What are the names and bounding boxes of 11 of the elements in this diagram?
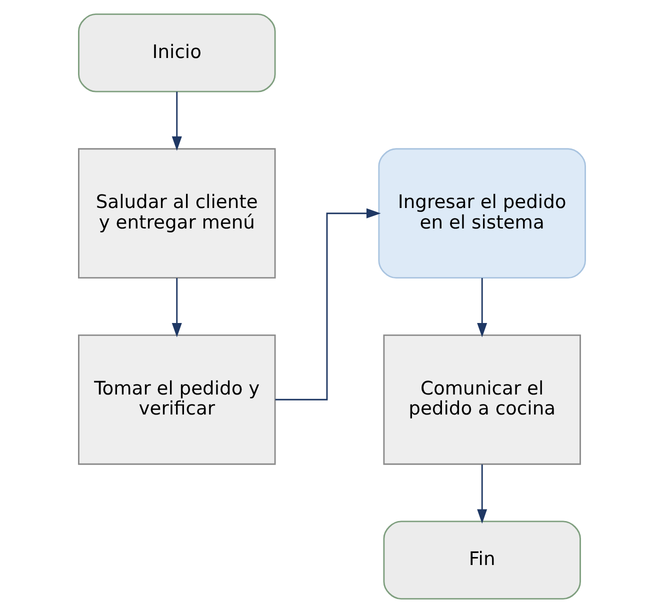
node-box: Tomar el pedido y verificar [78, 334, 276, 465]
arrow [274, 208, 380, 400]
arrow [476, 464, 487, 524]
node-box: Fin [382, 520, 580, 600]
node-box: Saludar al cliente y entregar menú [78, 148, 276, 279]
node-box: Inicio [78, 13, 276, 92]
node-box: Ingresar el pedido en el sistema [378, 148, 586, 279]
arrow [171, 278, 182, 338]
node-box: Comunicar el pedido a cocina [382, 334, 580, 465]
arrow [171, 92, 182, 151]
arrow [476, 278, 487, 338]
